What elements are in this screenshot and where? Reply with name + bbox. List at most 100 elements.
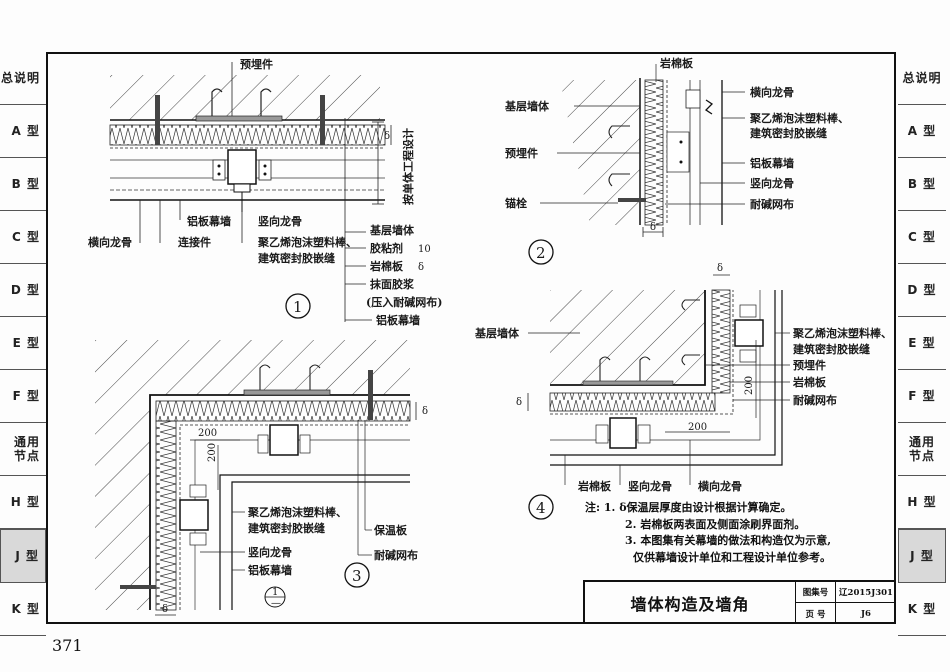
label-vertical-keel: 竖向龙骨 xyxy=(628,479,672,493)
title-block: 墙体构造及墙角 图集号 辽2015J301 页 号 J6 xyxy=(583,580,896,624)
label-base-wall: 基层墙体 xyxy=(504,99,550,113)
section-tab[interactable]: B 型 xyxy=(898,158,946,211)
section-tab[interactable]: C 型 xyxy=(0,211,46,264)
drawing-frame xyxy=(46,52,896,624)
label-adhesive-value: 10 xyxy=(418,244,431,255)
detail-1: 预埋件 按单体工程设计 δ 铝板幕墙 竖向龙骨 横向龙骨 连接件 聚乙烯泡沫塑料… xyxy=(88,57,442,327)
label-dim-200a: 200 xyxy=(688,422,707,433)
detail-1-number: 1 xyxy=(293,298,303,316)
section-tab[interactable]: D 型 xyxy=(898,264,946,317)
label-per-project: 按单体工程设计 xyxy=(401,128,415,205)
label-aluminum-curtain-wall: 铝板幕墙 xyxy=(187,214,231,228)
section-tab[interactable]: B 型 xyxy=(0,158,46,211)
section-tab[interactable]: H 型 xyxy=(898,476,946,529)
label-horizontal-keel: 横向龙骨 xyxy=(698,479,742,493)
label-anchor: 锚栓 xyxy=(505,196,527,210)
label-rock-wool: 岩棉板 xyxy=(659,56,694,70)
section-tab[interactable]: F 型 xyxy=(0,370,46,423)
section-tab[interactable]: H 型 xyxy=(0,476,46,529)
section-tab[interactable]: J 型 xyxy=(0,529,46,583)
vertical-keel xyxy=(227,149,257,185)
label-delta-right: δ xyxy=(422,406,428,417)
detail-3-number: 3 xyxy=(352,567,362,585)
label-embedded-part: 预埋件 xyxy=(505,146,538,160)
note-item: 2. 岩棉板两表面及侧面涂刷界面剂。 xyxy=(625,517,806,531)
label-aluminum-curtain-wall: 铝板幕墙 xyxy=(248,563,292,577)
label-sealant-line2: 建筑密封胶嵌缝 xyxy=(248,521,325,535)
detail-4-number: 4 xyxy=(536,499,546,517)
label-connector: 连接件 xyxy=(178,235,211,249)
label-base-wall: 基层墙体 xyxy=(474,326,520,340)
label-delta-top: δ xyxy=(717,263,723,274)
rock-wool-layer xyxy=(109,124,386,146)
notes-prefix: 注: xyxy=(585,501,601,514)
label-vertical-keel: 竖向龙骨 xyxy=(248,545,292,559)
section-tab[interactable]: A 型 xyxy=(898,105,946,158)
label-delta-left: δ xyxy=(516,397,522,408)
section-tab[interactable]: K 型 xyxy=(898,583,946,636)
label-insulation: 保温板 xyxy=(373,523,408,537)
label-plaster-line1: 抹面胶浆 xyxy=(370,277,415,291)
section-tab[interactable]: A 型 xyxy=(0,105,46,158)
notes-block: 注: 1. δ保温层厚度由设计根据计算确定。 2. 岩棉板两表面及侧面涂刷界面剂… xyxy=(585,500,831,566)
label-aluminum-curtain-wall: 铝板幕墙 xyxy=(750,156,794,170)
section-tab[interactable]: D 型 xyxy=(0,264,46,317)
label-sealant-line1: 聚乙烯泡沫塑料棒、 xyxy=(792,326,892,340)
page-value: J6 xyxy=(861,608,871,619)
label-sealant-line2: 建筑密封胶嵌缝 xyxy=(750,126,827,140)
anchor-bolt xyxy=(320,95,325,145)
label-delta: δ xyxy=(384,131,390,142)
label-embedded-part: 预埋件 xyxy=(793,358,826,372)
section-tab[interactable]: E 型 xyxy=(898,317,946,370)
label-sealant-line2: 建筑密封胶嵌缝 xyxy=(258,251,335,265)
label-dim-200b: 200 xyxy=(207,443,218,462)
label-horizontal-keel: 横向龙骨 xyxy=(750,85,794,99)
page-label: 页 号 xyxy=(796,603,836,624)
note-item: 仅供幕墙设计单位和工程设计单位参考。 xyxy=(633,550,831,564)
label-aluminum-curtain-wall-2: 铝板幕墙 xyxy=(376,313,420,327)
detail-3: 200 200 δ δ 保温板 耐碱网布 聚乙烯泡沫塑料棒、 建筑密封胶嵌缝 竖… xyxy=(95,340,428,616)
section-tab[interactable]: K 型 xyxy=(0,583,46,636)
drawing-title: 墙体构造及墙角 xyxy=(585,582,796,624)
section-tab[interactable]: C 型 xyxy=(898,211,946,264)
section-tab[interactable]: 通用 节点 xyxy=(898,423,946,476)
label-vertical-keel: 竖向龙骨 xyxy=(750,176,794,190)
label-dim-200a: 200 xyxy=(198,428,217,439)
page-number: 371 xyxy=(52,636,83,655)
label-mesh: 耐碱网布 xyxy=(374,548,418,562)
label-rock-wool-2: 岩棉板 xyxy=(577,479,612,493)
section-tab[interactable]: 总说明 xyxy=(0,52,46,105)
detail-number-circle xyxy=(285,293,311,319)
reference-bottom: — xyxy=(271,598,281,609)
detail-2: 岩棉板 基层墙体 预埋件 锚栓 横向龙骨 聚乙烯泡沫塑料棒、 建筑密封胶嵌缝 铝… xyxy=(504,56,849,265)
detail-2-number: 2 xyxy=(536,244,546,262)
section-tab[interactable]: 总说明 xyxy=(898,52,946,105)
label-delta-bottom: δ xyxy=(162,604,168,615)
label-sealant-line1: 聚乙烯泡沫塑料棒、 xyxy=(749,111,849,125)
atlas-number-value: 辽2015J301 xyxy=(836,582,896,603)
label-sealant-line1: 聚乙烯泡沫塑料棒、 xyxy=(247,505,347,519)
label-embedded-part: 预埋件 xyxy=(240,57,273,71)
section-tab[interactable]: 通用 节点 xyxy=(0,423,46,476)
label-plaster-line2: (压入耐碱网布) xyxy=(366,295,442,309)
label-delta: δ xyxy=(650,222,656,233)
reference-top: 1 xyxy=(272,587,278,598)
label-adhesive: 胶粘剂 xyxy=(370,241,403,255)
base-wall-hatch xyxy=(110,75,380,120)
label-rock-wool-value: δ xyxy=(418,262,424,273)
section-tab[interactable]: F 型 xyxy=(898,370,946,423)
label-rock-wool: 岩棉板 xyxy=(369,259,404,273)
label-mesh: 耐碱网布 xyxy=(793,393,837,407)
label-horizontal-keel: 横向龙骨 xyxy=(88,235,132,249)
section-tab[interactable]: J 型 xyxy=(898,529,946,583)
rock-wool-layer xyxy=(644,79,664,226)
label-base-wall: 基层墙体 xyxy=(369,223,415,237)
atlas-number-label: 图集号 xyxy=(796,582,836,603)
label-dim-200b: 200 xyxy=(744,376,755,395)
section-tab[interactable]: E 型 xyxy=(0,317,46,370)
label-vertical-keel: 竖向龙骨 xyxy=(258,214,302,228)
label-mesh: 耐碱网布 xyxy=(750,197,794,211)
